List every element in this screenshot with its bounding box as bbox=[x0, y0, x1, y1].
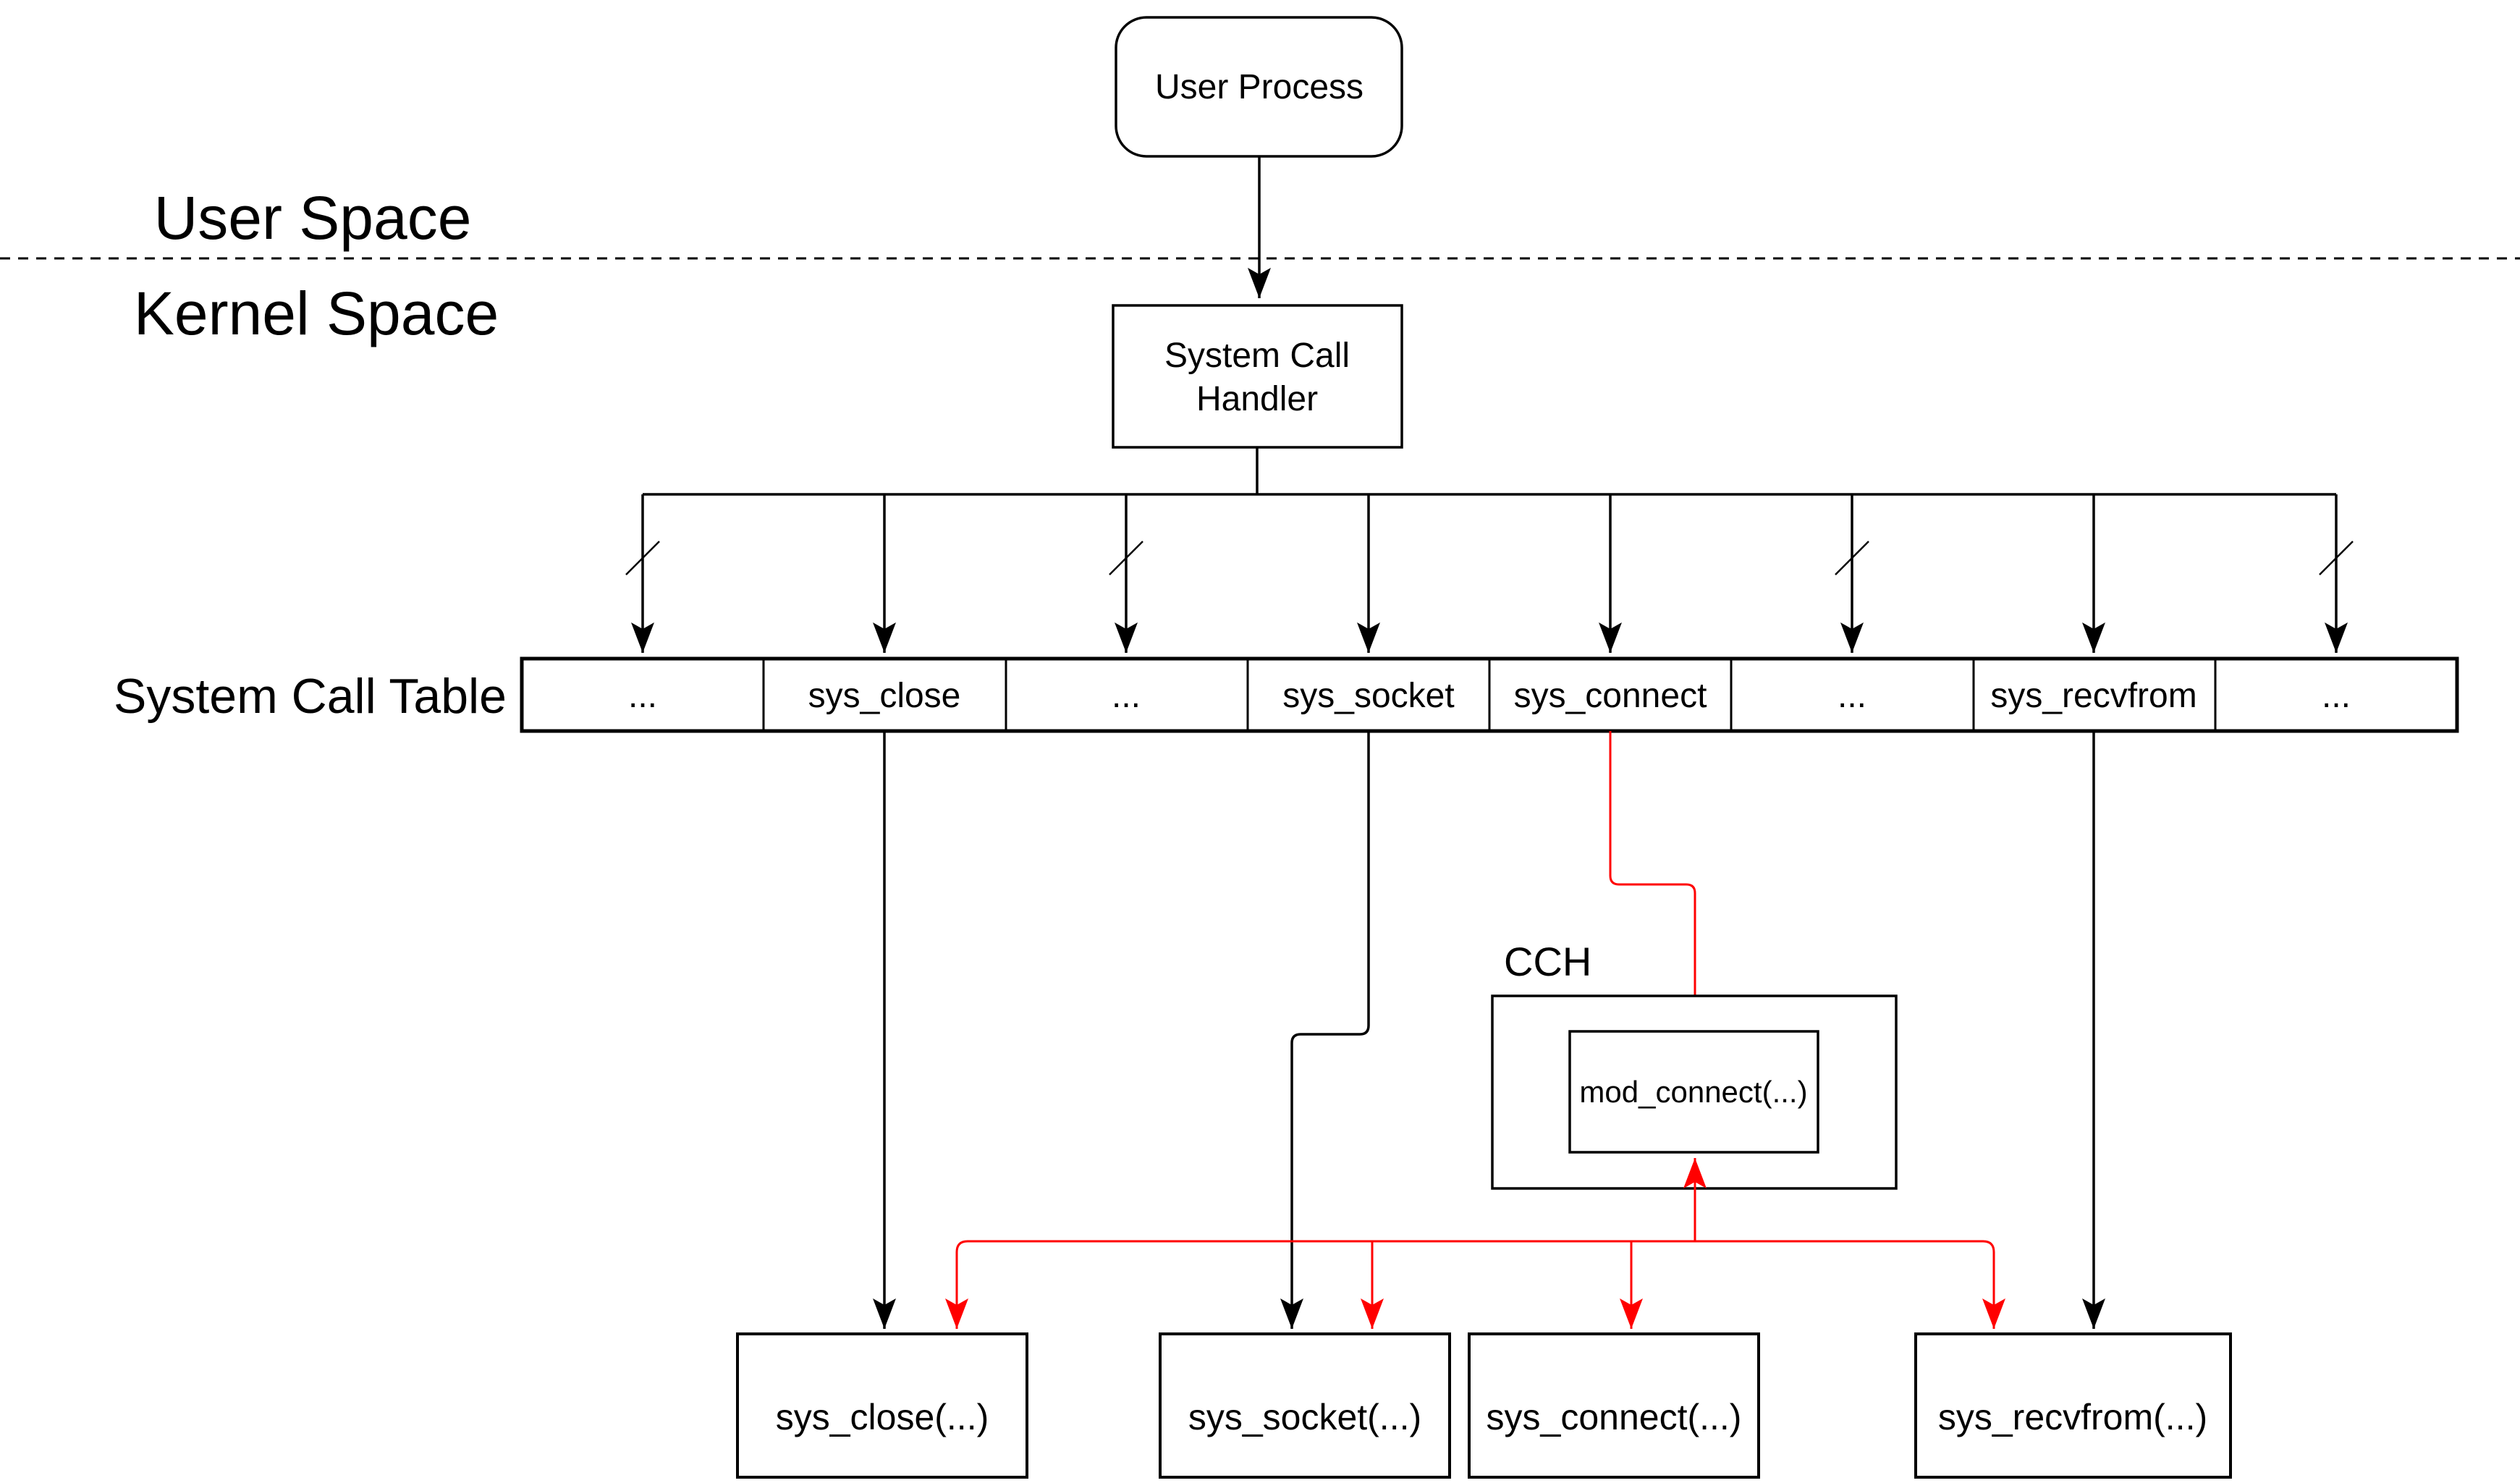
sys-connect-handler-node bbox=[1468, 1332, 1760, 1479]
slash-mark-icon bbox=[625, 541, 660, 575]
sys-connect-handler-label: sys_connect(...) bbox=[1487, 1397, 1742, 1437]
system-call-handler-node bbox=[1112, 304, 1403, 449]
table-cell-sys-recvfrom: sys_recvfrom bbox=[1990, 677, 2196, 715]
sys-close-handler-node bbox=[736, 1332, 1028, 1479]
cch-label: CCH bbox=[1504, 939, 1591, 984]
slash-mark-icon bbox=[1835, 541, 1869, 575]
mod-connect-label: mod_connect(...) bbox=[1579, 1075, 1807, 1109]
user-space-label: User Space bbox=[154, 184, 472, 252]
table-cell-ellipsis-4: ... bbox=[2322, 677, 2351, 715]
system-call-handler-label-line1: System Call bbox=[1164, 337, 1350, 375]
slash-mark-icon bbox=[2319, 541, 2354, 575]
table-cell-ellipsis-1: ... bbox=[628, 677, 657, 715]
kernel-space-label: Kernel Space bbox=[134, 279, 499, 347]
connector-sys-connect-to-mod-connect bbox=[1609, 731, 1707, 1026]
table-cell-sys-connect: sys_connect bbox=[1514, 677, 1707, 715]
slash-mark-icon bbox=[1109, 541, 1143, 575]
sys-close-handler-label: sys_close(...) bbox=[776, 1397, 989, 1437]
hook-bus-line bbox=[955, 1240, 1995, 1281]
sys-recvfrom-handler-node bbox=[1914, 1332, 2232, 1479]
sys-socket-handler-label: sys_socket(...) bbox=[1188, 1397, 1421, 1437]
system-call-handler-label-line2: Handler bbox=[1196, 380, 1318, 418]
table-cell-sys-close: sys_close bbox=[808, 677, 961, 715]
sys-recvfrom-handler-label: sys_recvfrom(...) bbox=[1938, 1397, 2207, 1437]
table-cell-sys-socket: sys_socket bbox=[1282, 677, 1454, 715]
connector-table-to-sys-socket bbox=[1280, 731, 1370, 1329]
table-cell-ellipsis-3: ... bbox=[1838, 677, 1866, 715]
sys-socket-handler-node bbox=[1159, 1332, 1451, 1479]
mod-connect-node bbox=[1568, 1030, 1819, 1154]
user-process-label: User Process bbox=[1155, 68, 1363, 106]
system-call-table-label: System Call Table bbox=[114, 669, 507, 724]
table-cell-ellipsis-2: ... bbox=[1112, 677, 1141, 715]
